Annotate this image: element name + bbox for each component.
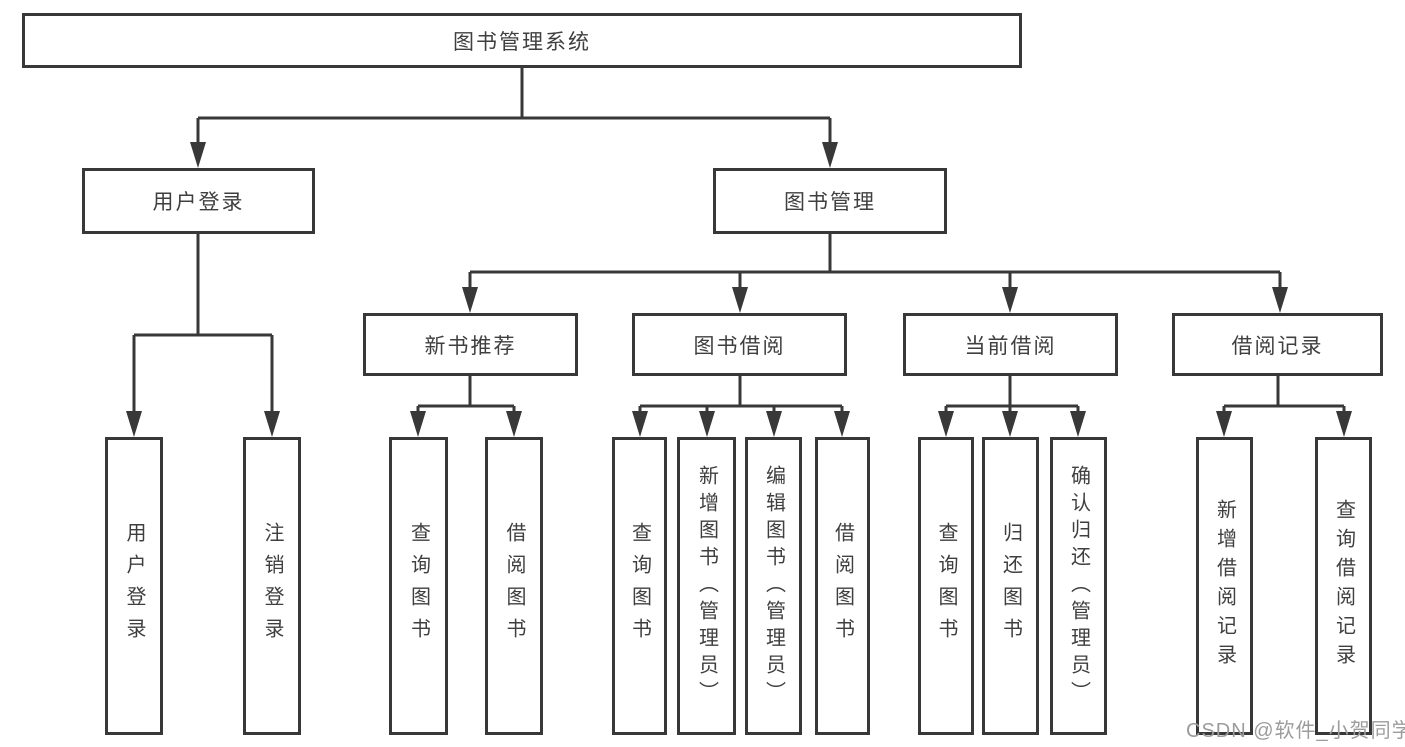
csdn-watermark: CSDN @软件_小贺同学 bbox=[1186, 720, 1405, 742]
node-leaf-return-books: 归还图书 bbox=[982, 437, 1039, 735]
node-leaf-add-books-admin: 新增图书（管理员） bbox=[677, 437, 736, 735]
node-current-borrowing: 当前借阅 bbox=[903, 313, 1118, 376]
node-leaf-query-books-recommend: 查询图书 bbox=[389, 437, 448, 735]
node-leaf-query-books-borrowing: 查询图书 bbox=[612, 437, 667, 735]
arrowhead-icons bbox=[126, 142, 1352, 437]
node-user-login: 用户登录 bbox=[82, 168, 315, 234]
node-new-book-recommendation: 新书推荐 bbox=[363, 313, 578, 376]
node-leaf-logout: 注销登录 bbox=[243, 437, 301, 735]
node-borrowing-records: 借阅记录 bbox=[1172, 313, 1383, 376]
node-leaf-query-books-current: 查询图书 bbox=[918, 437, 974, 735]
node-leaf-borrow-books: 借阅图书 bbox=[815, 437, 870, 735]
node-leaf-borrow-books-recommend: 借阅图书 bbox=[485, 437, 543, 735]
node-leaf-confirm-return-admin: 确认归还（管理员） bbox=[1050, 437, 1107, 735]
node-book-borrowing: 图书借阅 bbox=[632, 313, 847, 376]
node-library-management-system: 图书管理系统 bbox=[22, 13, 1022, 68]
node-leaf-user-login: 用户登录 bbox=[105, 437, 163, 735]
node-book-management: 图书管理 bbox=[713, 168, 947, 234]
tree-edges bbox=[132, 68, 1346, 418]
node-leaf-edit-books-admin: 编辑图书（管理员） bbox=[745, 437, 802, 735]
node-leaf-query-borrow-record: 查询借阅记录 bbox=[1315, 437, 1372, 735]
node-leaf-add-borrow-record: 新增借阅记录 bbox=[1196, 437, 1253, 735]
